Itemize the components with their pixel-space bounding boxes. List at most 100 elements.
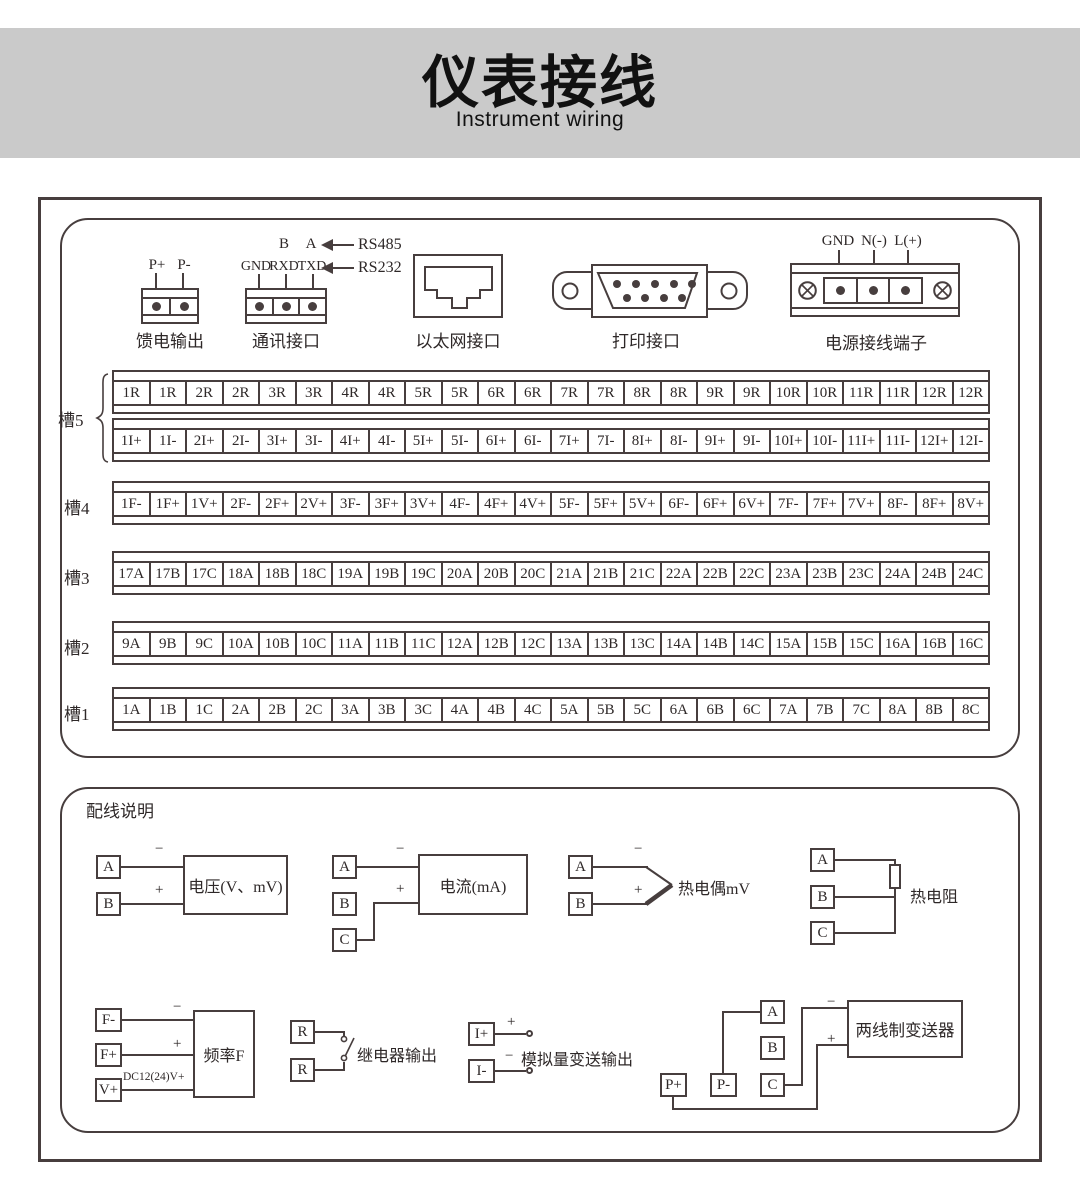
terminal-cell: 8C [951,699,989,721]
terminal-cell: 8I- [659,430,697,452]
terminal-cell: 2R [185,382,222,404]
wire-segment [722,1011,724,1073]
comm-terminal-block [245,288,327,324]
terminal-dot [254,302,264,311]
thermocouple-junction-icon [644,866,674,906]
terminal-cell: 3R [294,382,332,404]
polarity-minus: − [827,994,836,1010]
wiring-section-title: 配线说明 [86,802,154,821]
terminal-block-rail [792,265,958,274]
terminal-a: A [96,855,121,879]
terminal-cell: 10C [294,633,332,655]
rs485-label: RS485 [358,236,402,253]
rj45-icon [424,266,493,309]
comm-pin-label-gnd: GND [240,259,272,274]
strip-rail [114,623,988,633]
wire-segment [121,903,183,905]
strip-rail [114,420,988,430]
twowire-transmitter-box: 两线制变送器 [847,1000,963,1058]
comm-pin-label-a: A [305,236,317,252]
ethernet-port [413,254,503,318]
terminal-cell: 7I- [586,430,624,452]
voltage-box: 电压(V、mV) [183,855,288,915]
terminal-cell: 1A [122,701,141,718]
strip-rail [114,515,988,523]
wire-segment [357,866,418,868]
terminal-cell: 11R [842,382,879,404]
terminal-cell: 5R [440,382,478,404]
rs485-arrow-icon [321,239,354,251]
terminal-cell: 17C [185,563,222,585]
terminal-cell: 10B [258,633,295,655]
terminal-dot [868,286,878,295]
terminal-cell: 6F+ [696,493,733,515]
open-contact-icon [526,1067,533,1074]
terminal-c: C [760,1073,785,1097]
terminal-cell: 2I- [221,430,259,452]
terminal-cell: 17B [148,563,186,585]
terminal-cell: 18B [258,563,295,585]
terminal-cell: 18C [294,563,332,585]
wire-segment [357,939,375,941]
strip-rail [114,404,988,412]
terminal-cell: 3C [404,699,441,721]
polarity-plus: + [634,882,643,898]
terminal-cell [825,279,856,302]
terminal-cell: 1V+ [185,493,222,515]
wire-segment [894,859,896,867]
terminal-cell: 7B [805,699,843,721]
terminal-cell: 9B [148,633,186,655]
rs232-label: RS232 [358,259,402,276]
terminal-cell: 2V+ [294,493,332,515]
terminal-cell: 21C [623,563,660,585]
wire-segment [672,1108,818,1110]
terminal-block-rail [143,290,197,299]
polarity-plus: + [396,881,405,897]
terminal-b: B [568,892,593,916]
polarity-minus: − [634,841,643,857]
terminal-cell: 19B [367,563,405,585]
open-contact-icon [526,1030,533,1037]
wire-segment [801,1007,847,1009]
terminal-block-rail [792,307,958,315]
polarity-plus: + [155,882,164,898]
terminal-cell: 7R [586,382,624,404]
strip-rail [114,553,988,563]
terminal-cell: 5I- [440,430,478,452]
terminal-cell: 7I+ [550,430,587,452]
terminal-a: A [760,1000,785,1024]
terminal-cell: 3F- [331,493,368,515]
terminal-cell: 15B [805,633,843,655]
terminal-cell: 4R [367,382,405,404]
strip-cells: 1I+1I-2I+2I-3I+3I-4I+4I-5I+5I-6I+6I-7I+7… [114,430,988,452]
terminal-cell: 3R [258,382,295,404]
wire-segment [122,1054,193,1056]
feed-terminal-block [141,288,199,324]
relay-switch-icon [340,1035,355,1062]
wire-segment [801,1007,803,1086]
strip-rail [114,372,988,382]
terminal-cell: 8V+ [951,493,989,515]
terminal-c: C [332,928,357,952]
polarity-plus: + [827,1031,836,1047]
terminal-b: B [332,892,357,916]
terminal-cell: 3A [331,699,368,721]
terminal-cell: 10I+ [769,430,806,452]
terminal-cell: 5C [623,699,660,721]
slot3-label: 槽3 [64,569,90,588]
terminal-cell: 5R [404,382,441,404]
terminal-cell: 10A [221,633,259,655]
slot5-label: 槽5 [58,411,84,430]
db9-connector-icon [552,264,748,318]
thermocouple-label: 热电偶mV [678,881,751,898]
dc-supply-label: DC12(24)V+ [123,1071,185,1083]
wire-segment [495,1033,526,1035]
polarity-minus: − [155,841,164,857]
terminal-cell: 5I+ [404,430,441,452]
comm-pin-label-b: B [278,236,290,252]
wire-segment [495,1070,526,1072]
wire-segment [373,902,418,904]
terminal-cell: 11A [331,633,368,655]
